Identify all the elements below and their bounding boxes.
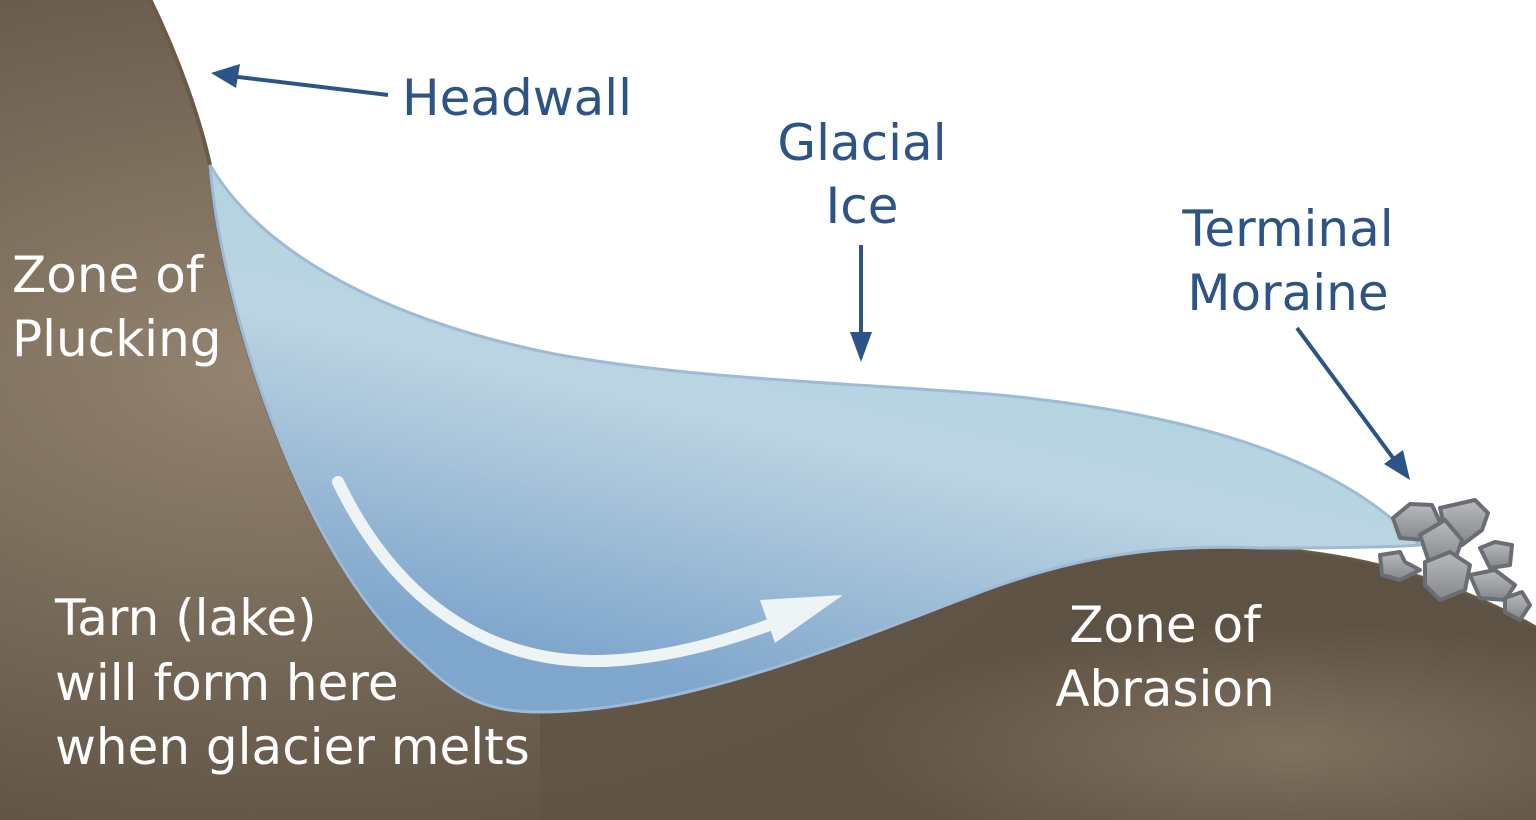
tarn-label-line1: Tarn (lake) bbox=[54, 589, 317, 647]
zone-plucking-label-line2: Plucking bbox=[12, 310, 222, 368]
headwall-arrow bbox=[229, 74, 389, 97]
moraine-rocks bbox=[1378, 498, 1532, 622]
headwall-label: Headwall bbox=[402, 69, 632, 127]
glacial-ice-label-line1: Glacial bbox=[777, 114, 946, 172]
terminal-moraine-arrow bbox=[1295, 326, 1398, 464]
zone-abrasion-label-line2: Abrasion bbox=[1055, 660, 1274, 718]
tarn-label-line2: will form here bbox=[55, 654, 399, 712]
glacial-ice-body bbox=[208, 164, 1424, 714]
zone-abrasion-label-line1: Zone of bbox=[1069, 596, 1262, 654]
ice-flow-arrowhead bbox=[760, 595, 843, 643]
ice-flow-arrow bbox=[332, 476, 796, 667]
zone-plucking-label-line1: Zone of bbox=[12, 246, 205, 304]
bedrock-shade bbox=[540, 547, 1536, 820]
tarn-label-line3: when glacier melts bbox=[55, 718, 530, 776]
terminal-moraine-label-line2: Moraine bbox=[1187, 264, 1388, 322]
glacial-ice-label-line2: Ice bbox=[826, 177, 899, 235]
terminal-moraine-label-line1: Terminal bbox=[1181, 200, 1393, 258]
pointer-arrows bbox=[211, 64, 1410, 480]
